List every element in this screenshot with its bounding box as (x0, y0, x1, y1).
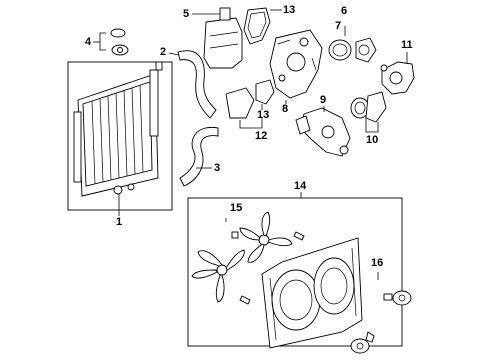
water-outlet (295, 107, 351, 157)
upper-radiator-hose (177, 50, 217, 119)
leader-2 (168, 52, 180, 56)
callout-2: 2 (160, 46, 167, 58)
callout-14: 14 (294, 180, 307, 192)
callout-1: 1 (116, 216, 123, 228)
fan-bolt-1 (231, 231, 239, 239)
callout-9: 9 (320, 94, 327, 106)
callout-4: 4 (85, 36, 92, 48)
fan-motor-2 (350, 331, 375, 354)
thermostat-housing (380, 61, 415, 95)
fan-bolt-3 (239, 295, 251, 305)
radiator-cap (110, 28, 129, 56)
callout-10: 10 (366, 134, 379, 146)
radiator-group-box (67, 61, 173, 211)
callout-7: 7 (335, 20, 342, 32)
callout-15: 15 (230, 202, 243, 214)
callout-5: 5 (183, 8, 190, 20)
water-pump-housing (269, 29, 323, 99)
callout-3: 3 (214, 162, 221, 174)
water-pump-gasket (255, 79, 275, 105)
fan-motor-1 (383, 290, 412, 306)
thermostat-gasket (328, 39, 352, 61)
leader-4 (99, 32, 106, 51)
lower-radiator-hose (179, 126, 219, 187)
fan-group-box (187, 197, 403, 347)
callout-11: 11 (401, 39, 413, 51)
cooling-fan-2 (239, 211, 293, 263)
leader-10 (365, 118, 379, 133)
thermostat (355, 37, 377, 63)
coolant-reservoir (203, 7, 243, 69)
callout-16: 16 (371, 257, 384, 269)
cooling-fan-1 (191, 249, 245, 303)
radiator (73, 61, 163, 197)
fan-shroud (261, 237, 363, 349)
callout-13-upper: 13 (283, 4, 296, 16)
callout-6: 6 (341, 5, 348, 17)
fan-bolt-2 (293, 231, 305, 241)
callout-8: 8 (282, 103, 289, 115)
water-pump (225, 87, 255, 119)
leader-12 (239, 118, 263, 129)
gasket-upper (243, 7, 271, 45)
callout-12: 12 (255, 130, 268, 142)
callout-13-lower: 13 (257, 109, 270, 121)
thermostat-lower (350, 91, 387, 123)
